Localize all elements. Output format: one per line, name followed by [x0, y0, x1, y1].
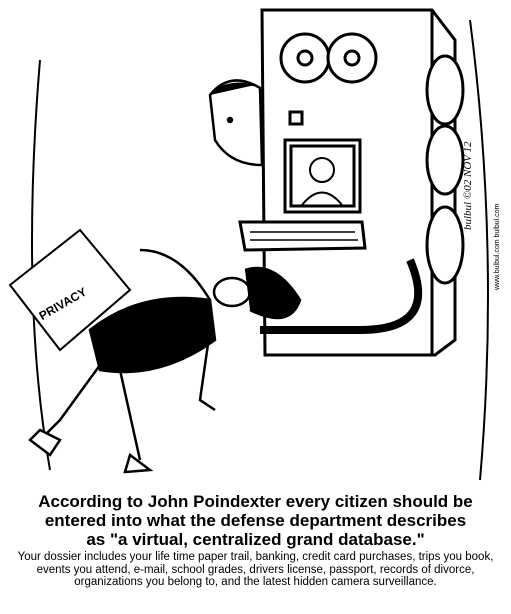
artist-signature-date: bulbul ©02 NOV 12 [462, 141, 474, 230]
caption-line-2: entered into what the defense department… [44, 511, 467, 530]
privacy-paper [8, 228, 132, 352]
caption-main: According to John Poindexter every citiz… [20, 492, 491, 549]
caption-detail: Your dossier includes your life time pap… [17, 551, 494, 588]
caption-line-1: According to John Poindexter every citiz… [38, 492, 473, 511]
artist-signature: bulbul [462, 201, 474, 230]
peeking-man [208, 79, 264, 167]
monitor-face [301, 157, 343, 206]
website-credit: www.bulbul.com bulbul.com [494, 203, 501, 290]
computer-cabinet [238, 8, 465, 357]
bent-over-person [28, 248, 302, 474]
cartoon-date: ©02 NOV 12 [462, 141, 474, 200]
caption-line-3: as "a virtual, centralized grand databas… [86, 530, 425, 549]
cartoon-illustration: PRIVACY [8, 8, 489, 481]
